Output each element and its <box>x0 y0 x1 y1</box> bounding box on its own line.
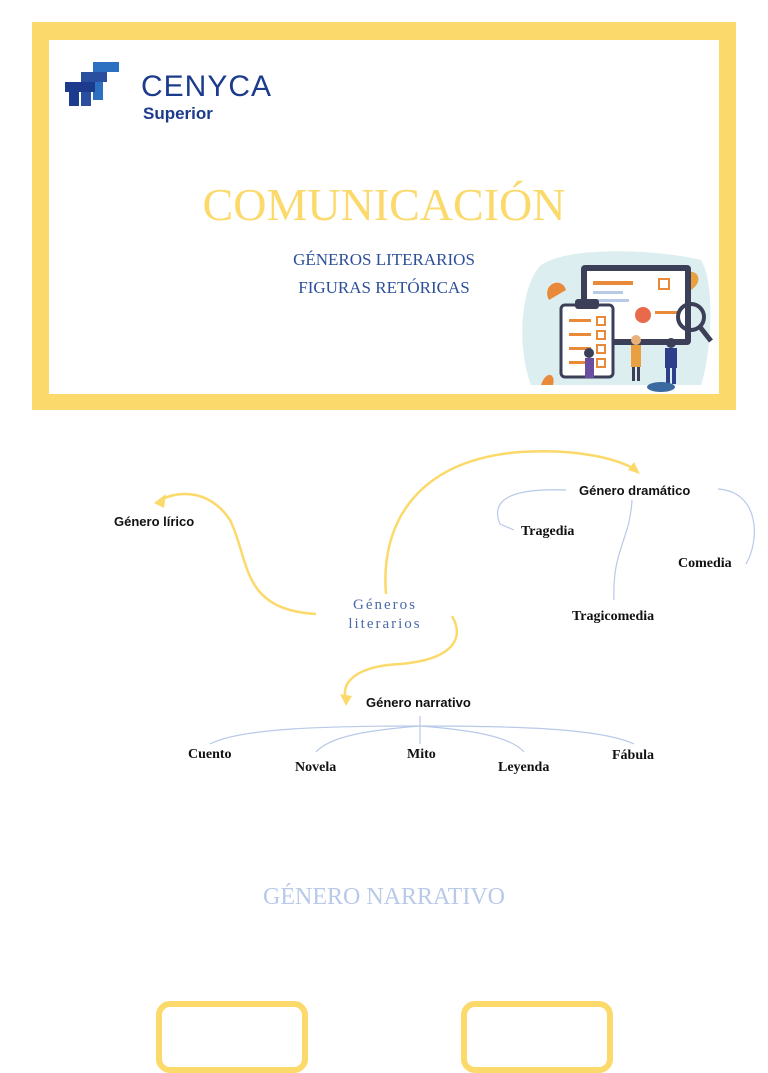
slide-title: COMUNICACIÓN <box>202 179 566 230</box>
node-genero-narrativo: Género narrativo <box>366 695 471 710</box>
subtitle-figuras: FIGURAS RETÓRICAS <box>298 278 470 297</box>
narrative-card-left <box>156 1001 308 1073</box>
logo-subtitle: Superior <box>143 104 213 123</box>
slide-canvas: CENYCA Superior COMUNICACIÓN GÉNEROS LIT… <box>49 40 719 394</box>
node-comedia: Comedia <box>678 556 732 571</box>
subtitle-generos: GÉNEROS LITERARIOS <box>293 250 475 269</box>
section-title: GÉNERO NARRATIVO <box>263 884 505 910</box>
checklist-illustration-icon <box>522 251 713 392</box>
node-leyenda: Leyenda <box>498 760 550 775</box>
concept-map-connectors <box>154 450 755 753</box>
title-slide: CENYCA Superior COMUNICACIÓN GÉNEROS LIT… <box>32 22 736 410</box>
node-tragicomedia: Tragicomedia <box>572 609 655 624</box>
narrative-card-right <box>461 1001 613 1073</box>
node-tragedia: Tragedia <box>521 524 575 539</box>
cenyca-logo-icon <box>65 62 119 106</box>
logo-name: CENYCA <box>141 70 273 103</box>
node-cuento: Cuento <box>188 747 232 762</box>
node-novela: Novela <box>295 760 337 775</box>
node-genero-lirico: Género lírico <box>114 514 195 529</box>
node-fabula: Fábula <box>612 748 655 763</box>
node-mito: Mito <box>407 747 436 762</box>
node-genero-dramatico: Género dramático <box>579 483 691 498</box>
map-center-label: Géneros literarios <box>348 597 422 632</box>
